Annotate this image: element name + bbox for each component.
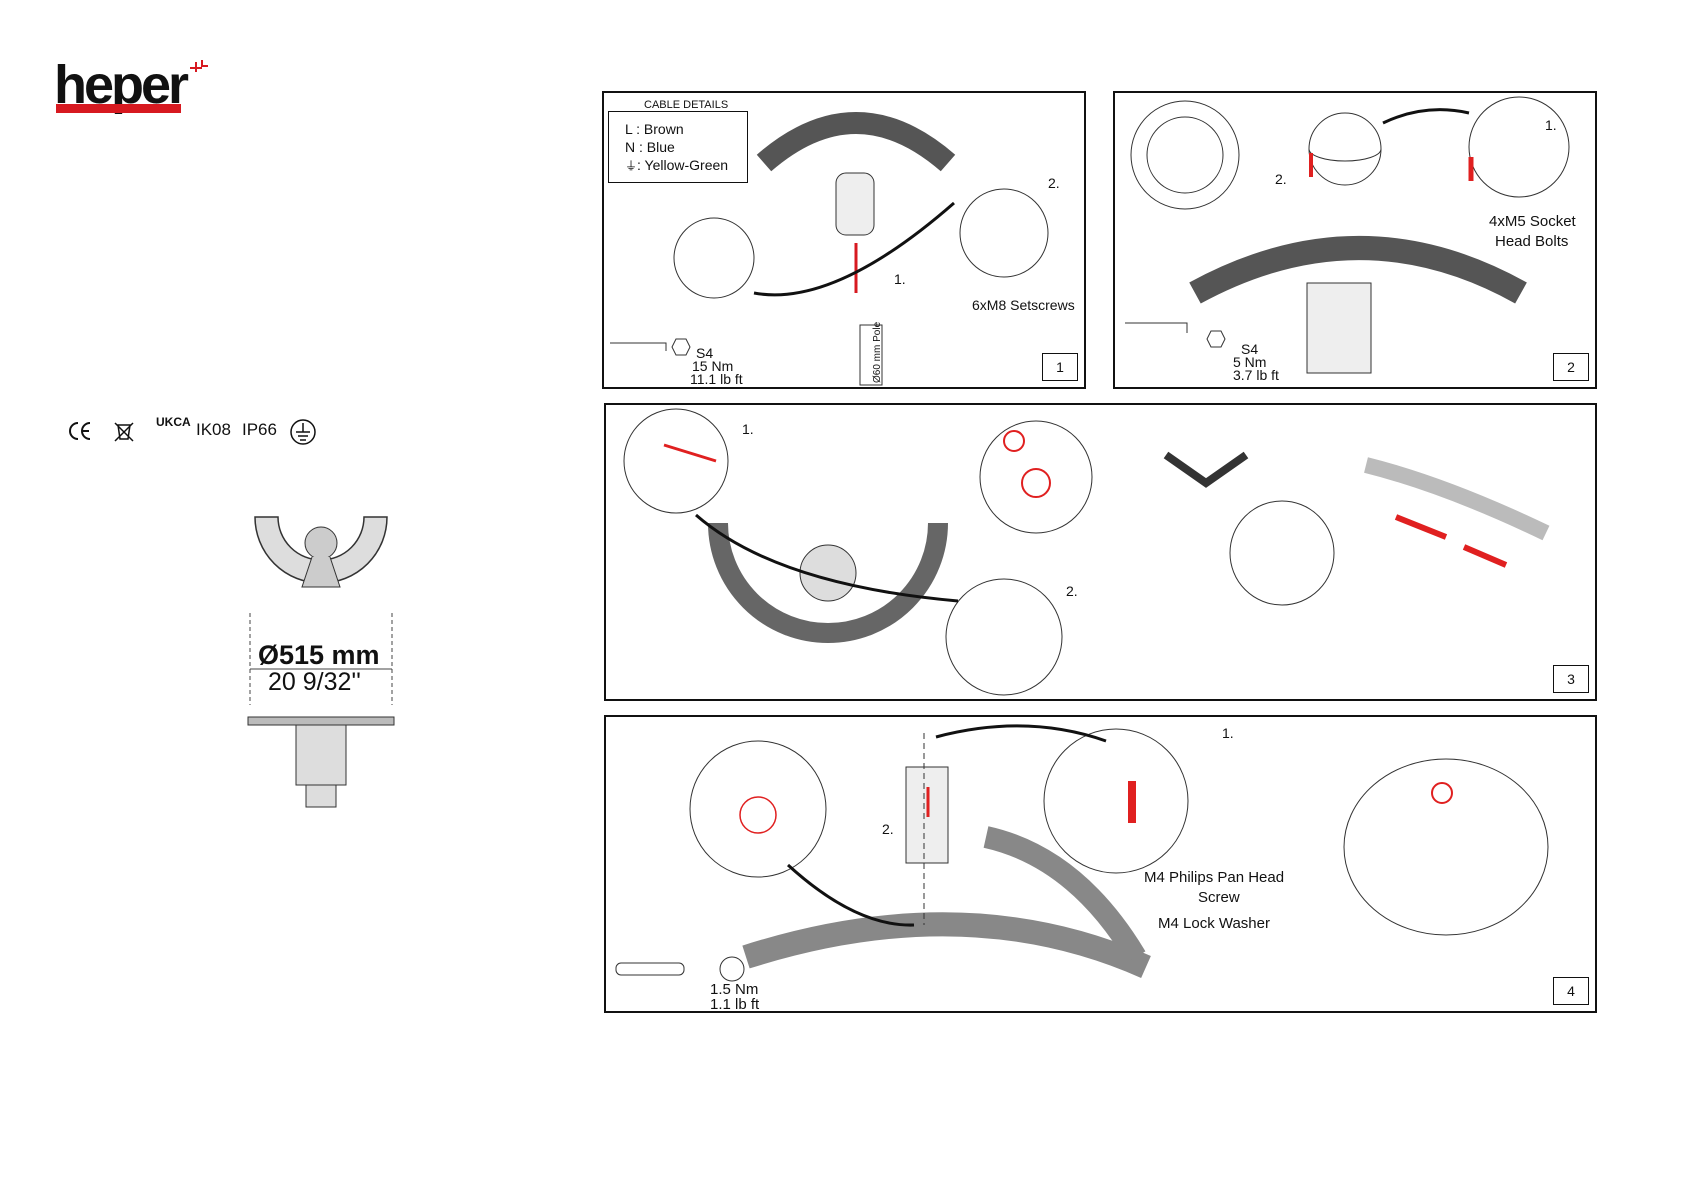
step-4-callout-1: 1. (1222, 725, 1234, 741)
lock-washer-label: M4 Lock Washer (1158, 915, 1270, 932)
step-1-panel: CABLE DETAILS L : Brown N : Blue ⏚: Yell… (602, 91, 1086, 389)
step-4-number: 4 (1553, 977, 1589, 1005)
setscrews-label: 6xM8 Setscrews (972, 297, 1075, 313)
ce-mark-icon (68, 420, 92, 442)
step-3-number: 3 (1553, 665, 1589, 693)
step-3-panel: 1. 2. 3 (604, 403, 1597, 701)
socket-bolts-label-line2: Head Bolts (1495, 233, 1568, 250)
ik-rating: IK08 (196, 420, 231, 440)
step-1-callout-2: 2. (1048, 175, 1060, 191)
step-2-torque-imperial: 3.7 lb ft (1233, 369, 1279, 382)
step-1-number: 1 (1042, 353, 1078, 381)
ip-rating: IP66 (242, 420, 277, 440)
earth-ground-icon (289, 418, 317, 446)
step-3-callout-1: 1. (742, 421, 754, 437)
step-4-illustration (606, 717, 1597, 1013)
step-4-panel: 1. 2. M4 Philips Pan Head Screw M4 Lock … (604, 715, 1597, 1013)
step-3-callout-2: 2. (1066, 583, 1078, 599)
step-2-callout-1: 1. (1545, 117, 1557, 133)
step-4-callout-2: 2. (882, 821, 894, 837)
step-2-callout-2: 2. (1275, 171, 1287, 187)
diameter-metric: Ø515 mm (258, 640, 380, 671)
step-4-torque-imperial: 1.1 lb ft (710, 998, 759, 1011)
step-3-illustration (606, 405, 1597, 701)
weee-bin-icon (112, 420, 136, 442)
step-2-panel: 1. 2. 4xM5 Socket Head Bolts S4 5 Nm 3.7… (1113, 91, 1597, 389)
step-2-number: 2 (1553, 353, 1589, 381)
pole-label: Ø60 mm Pole (872, 322, 883, 383)
step-1-callout-1: 1. (894, 271, 906, 287)
pan-head-screw-label-line2: Screw (1198, 889, 1240, 906)
diameter-imperial: 20 9/32'' (268, 668, 361, 697)
step-4-torque-metric: 1.5 Nm (710, 983, 758, 996)
socket-bolts-label-line1: 4xM5 Socket (1489, 213, 1576, 230)
step-1-illustration (604, 93, 1086, 389)
ukca-mark: UKCA (156, 416, 191, 428)
step-1-torque-imperial: 11.1 lb ft (690, 373, 743, 386)
logo-plus-icon (186, 56, 210, 80)
pan-head-screw-label-line1: M4 Philips Pan Head (1144, 869, 1284, 886)
logo-red-bar (56, 104, 181, 113)
